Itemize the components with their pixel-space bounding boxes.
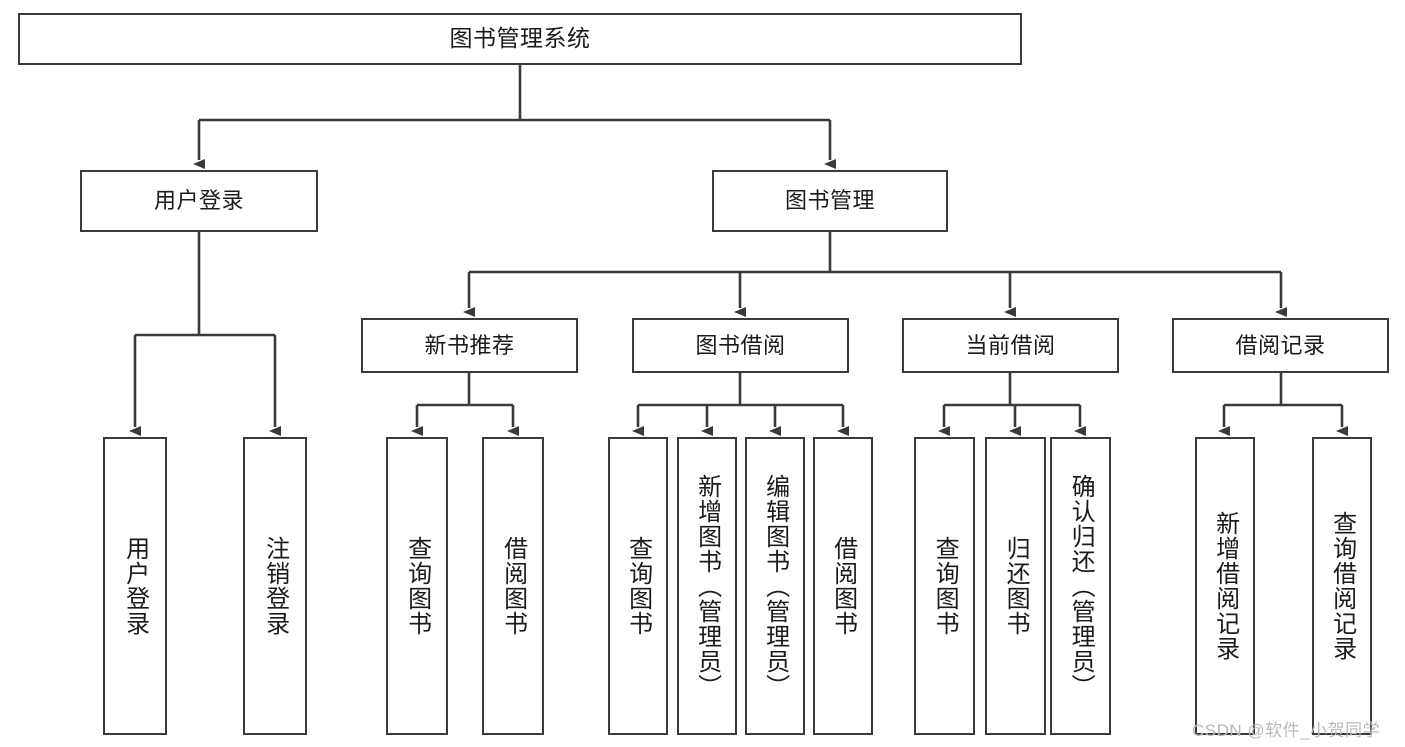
node-book-borrow[interactable]: 图书借阅 <box>632 318 849 373</box>
node-label: 当前借阅 <box>965 332 1056 358</box>
node-label: 借阅图书 <box>499 536 527 636</box>
node-leaf-book-borrow-edit[interactable]: 编辑图书（管理员） <box>745 437 805 735</box>
node-leaf-book-borrow-add[interactable]: 新增图书（管理员） <box>677 437 737 735</box>
node-label: 查询借阅记录 <box>1328 511 1356 661</box>
node-label: 借阅记录 <box>1235 332 1326 358</box>
node-leaf-user-login-logout[interactable]: 注销登录 <box>243 437 307 735</box>
node-label: 借阅图书 <box>829 536 857 636</box>
node-label: 新增借阅记录 <box>1211 511 1239 661</box>
node-label: 查询图书 <box>931 536 959 636</box>
node-leaf-book-borrow-query[interactable]: 查询图书 <box>608 437 668 735</box>
node-leaf-current-borrow-return[interactable]: 归还图书 <box>985 437 1046 735</box>
node-label: 新书推荐 <box>424 332 515 358</box>
node-root-system[interactable]: 图书管理系统 <box>18 13 1022 65</box>
node-label: 新增图书（管理员） <box>693 473 721 699</box>
node-new-book-recommend[interactable]: 新书推荐 <box>361 318 578 373</box>
node-label: 查询图书 <box>624 536 652 636</box>
node-label: 确认归还（管理员） <box>1067 473 1095 699</box>
node-book-manage[interactable]: 图书管理 <box>712 170 948 232</box>
node-label: 归还图书 <box>1002 536 1030 636</box>
node-label: 图书管理 <box>784 188 875 214</box>
node-leaf-user-login-login[interactable]: 用户登录 <box>103 437 167 735</box>
node-label: 注销登录 <box>261 536 289 636</box>
node-label: 图书管理系统 <box>449 25 591 52</box>
node-current-borrow[interactable]: 当前借阅 <box>902 318 1119 373</box>
node-leaf-current-borrow-confirm[interactable]: 确认归还（管理员） <box>1050 437 1111 735</box>
node-label: 编辑图书（管理员） <box>761 473 789 699</box>
node-leaf-book-borrow-lend[interactable]: 借阅图书 <box>813 437 873 735</box>
node-leaf-new-book-borrow[interactable]: 借阅图书 <box>482 437 544 735</box>
node-borrow-record[interactable]: 借阅记录 <box>1172 318 1389 373</box>
node-leaf-current-borrow-query[interactable]: 查询图书 <box>914 437 975 735</box>
node-user-login[interactable]: 用户登录 <box>80 170 318 232</box>
node-label: 用户登录 <box>121 536 149 636</box>
node-leaf-new-book-query[interactable]: 查询图书 <box>386 437 448 735</box>
node-leaf-borrow-record-add[interactable]: 新增借阅记录 <box>1195 437 1255 735</box>
node-label: 图书借阅 <box>695 332 786 358</box>
node-label: 查询图书 <box>403 536 431 636</box>
node-label: 用户登录 <box>153 188 244 214</box>
node-leaf-borrow-record-query[interactable]: 查询借阅记录 <box>1312 437 1372 735</box>
watermark: CSDN @软件_小贺同学 <box>1192 721 1381 740</box>
